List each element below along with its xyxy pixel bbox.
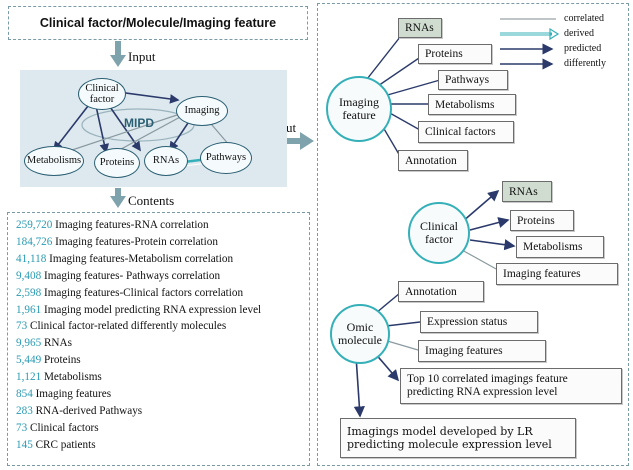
stat-number: 1,121 bbox=[16, 371, 42, 384]
stat-number: 9,408 bbox=[16, 269, 42, 282]
stat-number: 1,961 bbox=[16, 303, 42, 316]
stat-number: 2,598 bbox=[16, 286, 42, 299]
stat-number: 41,118 bbox=[16, 252, 47, 265]
contents-arrow-head bbox=[110, 196, 126, 208]
stat-label: Clinical factor-related differently mole… bbox=[27, 320, 227, 333]
clinical-item-imaging-features: Imaging features bbox=[496, 263, 618, 285]
omic-item-imaging-features: Imaging features bbox=[418, 340, 546, 362]
omic-item-annotation: Annotation bbox=[398, 281, 484, 302]
stat-label: Imaging features bbox=[32, 388, 112, 400]
legend-correlated: correlated bbox=[564, 13, 604, 24]
node-imaging: Imaging bbox=[176, 96, 228, 126]
omic-top10-box: Top 10 correlated imagings feature predi… bbox=[400, 368, 622, 404]
diagram-title: Clinical factor/Molecule/Imaging feature bbox=[39, 16, 277, 30]
omic-molecule-circle: Omic molecule bbox=[330, 304, 390, 364]
input-label: Input bbox=[128, 49, 156, 64]
clinical-factor-circle: Clinical factor bbox=[408, 202, 470, 264]
stat-row: 854 Imaging features bbox=[16, 388, 111, 400]
mipd-center-label: MIPD bbox=[124, 116, 154, 130]
legend-derived: derived bbox=[564, 28, 594, 39]
stat-row: 9,408 Imaging features- Pathways correla… bbox=[16, 270, 220, 282]
title-box: Clinical factor/Molecule/Imaging feature bbox=[8, 6, 308, 40]
contents-stats-box: 259,720 Imaging features-RNA correlation… bbox=[7, 212, 310, 466]
stat-row: 145 CRC patients bbox=[16, 439, 96, 451]
stat-row: 41,118 Imaging features-Metabolism corre… bbox=[16, 253, 233, 265]
input-arrow-shaft bbox=[115, 41, 121, 57]
clinical-item-metabolisms: Metabolisms bbox=[516, 236, 604, 258]
omic-top10-line-2: predicting RNA expression level bbox=[407, 386, 558, 398]
stat-row: 283 RNA-derived Pathways bbox=[16, 405, 142, 417]
stat-label: Imaging model predicting RNA expression … bbox=[41, 303, 262, 316]
stat-label: Imaging features-Metabolism correlation bbox=[46, 252, 234, 265]
stat-label: Imaging features-RNA correlation bbox=[52, 219, 209, 231]
clinical-item-rnas: RNAs bbox=[502, 181, 552, 202]
stat-label: RNAs bbox=[41, 337, 72, 350]
node-proteins: Proteins bbox=[94, 148, 140, 178]
stat-label: CRC patients bbox=[32, 438, 96, 451]
node-rnas: RNAs bbox=[144, 146, 188, 176]
stat-number: 259,720 bbox=[16, 219, 53, 231]
node-metabolisms: Metabolisms bbox=[24, 146, 84, 176]
omic-lr-line-2: predicting molecule expression level bbox=[347, 438, 552, 451]
output-arrow-head bbox=[300, 132, 314, 150]
imaging-item-rnas: RNAs bbox=[398, 18, 442, 38]
stat-number: 73 bbox=[16, 421, 28, 434]
contents-label: Contents bbox=[128, 193, 175, 208]
imaging-item-clinical-factors: Clinical factors bbox=[418, 121, 514, 143]
imaging-item-pathways: Pathways bbox=[438, 70, 508, 90]
stat-row: 184,726 Imaging features-Protein correla… bbox=[16, 236, 218, 248]
node-pathways: Pathways bbox=[200, 142, 252, 174]
stat-row: 2,598 Imaging features-Clinical factors … bbox=[16, 287, 243, 299]
node-clinical-factor: Clinical factor bbox=[78, 78, 126, 110]
contents-arrow-shaft bbox=[115, 188, 121, 198]
imaging-item-metabolisms: Metabolisms bbox=[428, 94, 516, 115]
stat-number: 283 bbox=[16, 404, 33, 417]
stat-row: 5,449 Proteins bbox=[16, 354, 81, 366]
stat-label: Proteins bbox=[41, 354, 81, 367]
stat-label: Metabolisms bbox=[41, 371, 102, 384]
stat-row: 73 Clinical factor-related differently m… bbox=[16, 320, 226, 332]
omic-lr-line-1: Imagings model developed by LR bbox=[347, 424, 533, 438]
stat-number: 9,965 bbox=[16, 337, 42, 350]
stat-number: 184,726 bbox=[16, 235, 53, 248]
stat-number: 854 bbox=[16, 388, 33, 400]
stat-row: 9,965 RNAs bbox=[16, 337, 72, 349]
omic-item-expression-status: Expression status bbox=[420, 311, 538, 333]
stat-label: Imaging features- Pathways correlation bbox=[41, 269, 221, 282]
mipd-network-panel: Clinical factor Imaging MIPD Metabolisms… bbox=[20, 70, 287, 187]
imaging-feature-circle: Imaging feature bbox=[326, 76, 392, 142]
stat-row: 259,720 Imaging features-RNA correlation bbox=[16, 219, 209, 231]
stat-row: 1,961 Imaging model predicting RNA expre… bbox=[16, 304, 261, 316]
omic-lr-model-box: Imagings model developed by LR predictin… bbox=[340, 418, 576, 458]
stat-number: 5,449 bbox=[16, 354, 42, 367]
clinical-item-proteins: Proteins bbox=[510, 210, 574, 231]
stat-label: RNA-derived Pathways bbox=[32, 404, 143, 417]
stat-label: Imaging features-Protein correlation bbox=[52, 235, 218, 248]
stat-row: 1,121 Metabolisms bbox=[16, 371, 102, 383]
omic-top10-line-1: Top 10 correlated imagings feature bbox=[407, 372, 568, 385]
output-panel bbox=[317, 3, 629, 466]
imaging-item-proteins: Proteins bbox=[418, 44, 492, 64]
imaging-item-annotation: Annotation bbox=[398, 150, 468, 171]
legend-predicted: predicted bbox=[564, 43, 602, 54]
stat-label: Clinical factors bbox=[27, 421, 99, 434]
legend-differently: differently bbox=[564, 58, 607, 69]
stat-number: 73 bbox=[16, 320, 28, 333]
stat-row: 73 Clinical factors bbox=[16, 422, 99, 434]
input-arrow-head bbox=[110, 55, 126, 67]
stat-label: Imaging features-Clinical factors correl… bbox=[41, 286, 244, 299]
stat-number: 145 bbox=[16, 438, 33, 451]
